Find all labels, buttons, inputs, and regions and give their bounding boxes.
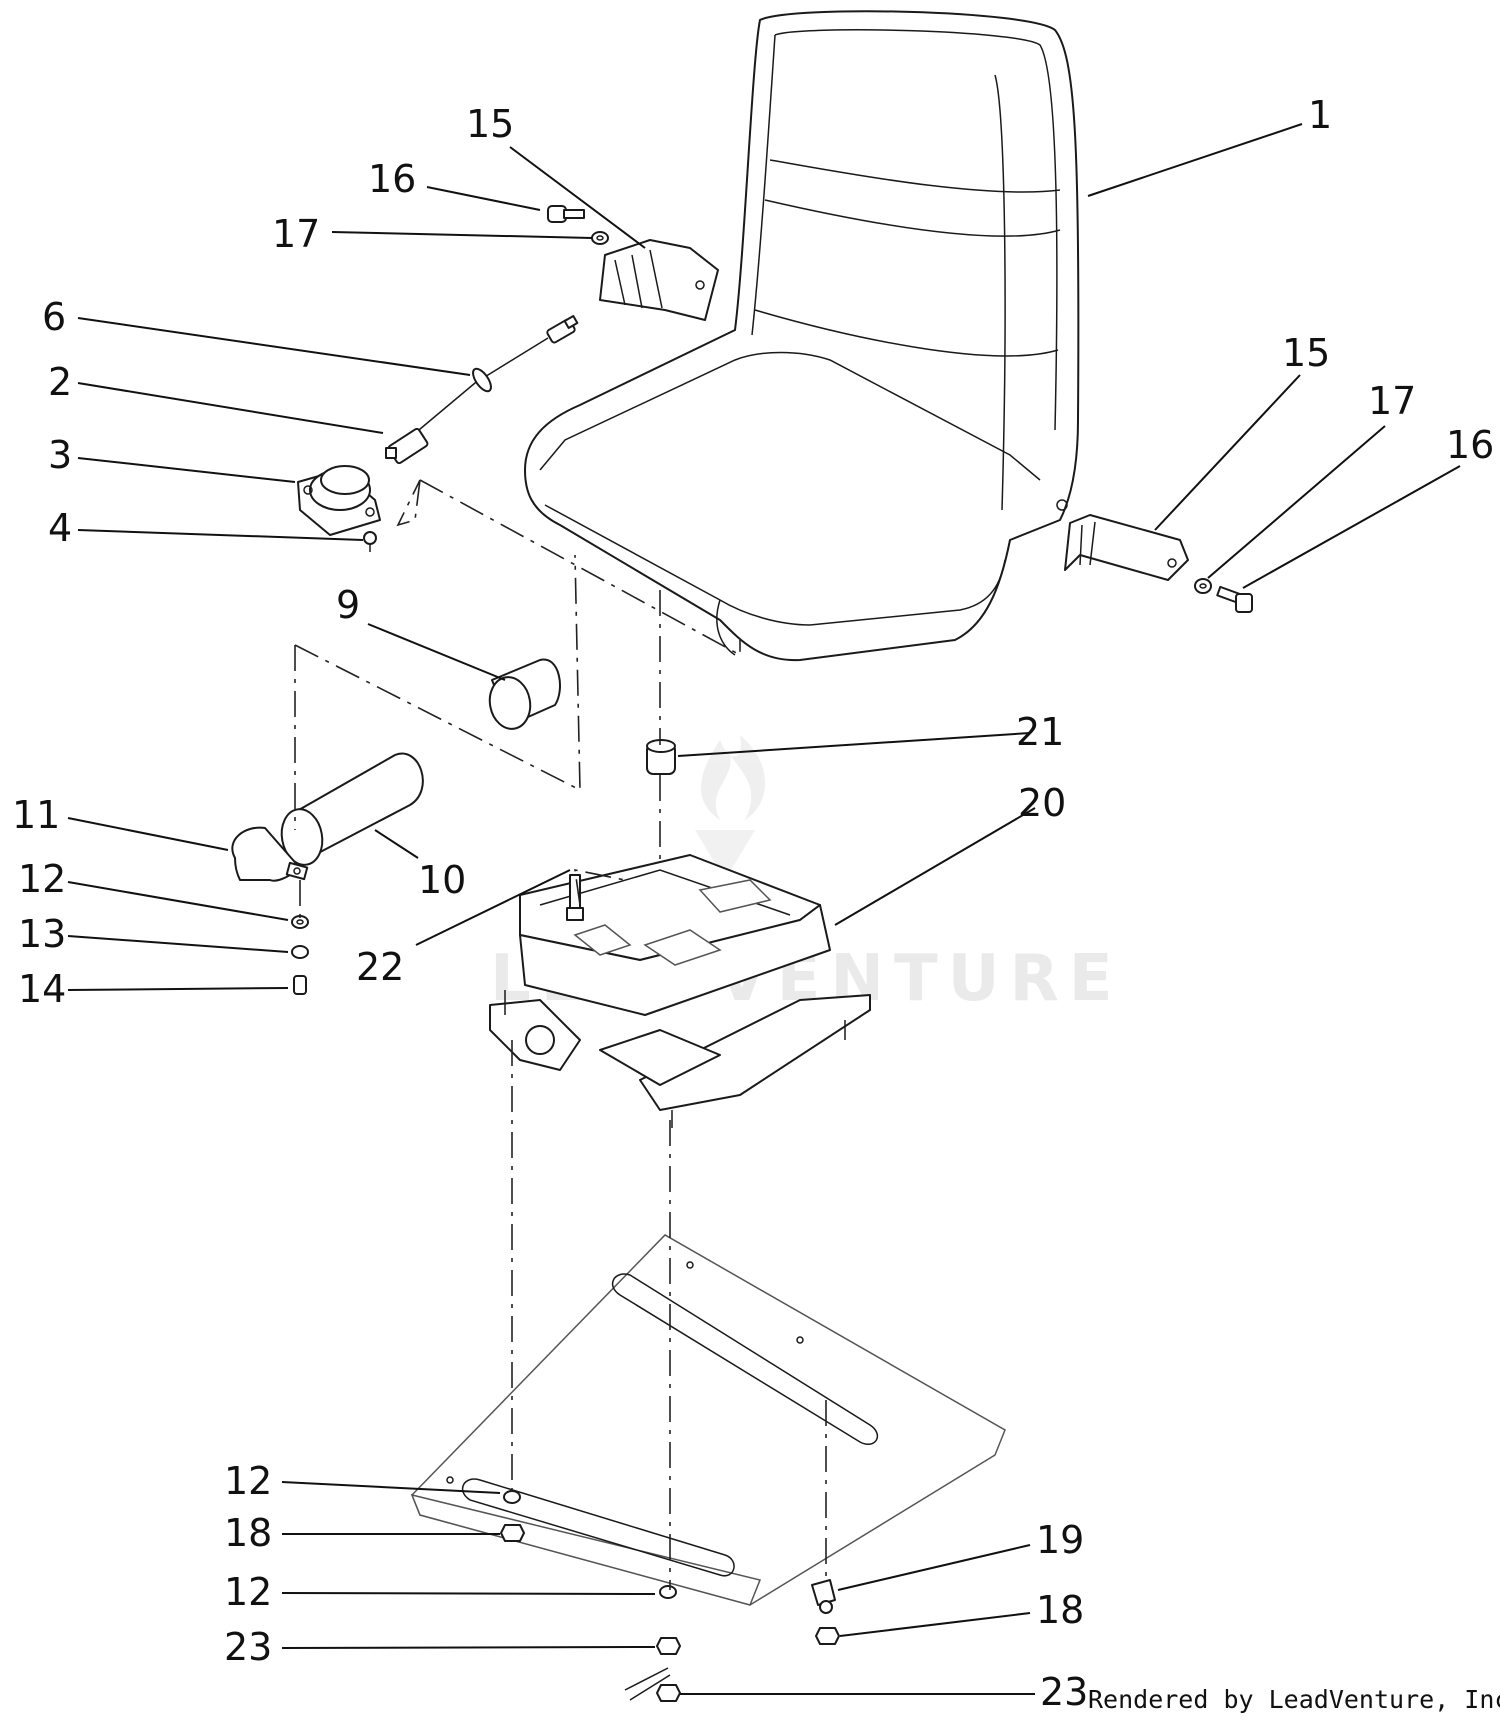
callout-4: 4 bbox=[48, 506, 72, 550]
callout-19: 19 bbox=[1036, 1518, 1084, 1562]
callout-12-plate-center: 12 bbox=[224, 1570, 272, 1614]
part-washer-plate-left bbox=[503, 1490, 521, 1504]
part-tube bbox=[280, 752, 424, 866]
part-hinge-bracket-right bbox=[1064, 514, 1189, 581]
callout-23-center: 23 bbox=[224, 1625, 272, 1669]
part-wire-clip bbox=[811, 1579, 836, 1614]
callout-20: 20 bbox=[1018, 781, 1066, 825]
part-hinge-bracket-upper bbox=[599, 239, 719, 321]
callout-15-right: 15 bbox=[1282, 331, 1330, 375]
leader-lines bbox=[67, 123, 1461, 1695]
part-suspension bbox=[489, 854, 871, 1128]
part-lockwasher-clamp bbox=[291, 945, 309, 959]
callouts: 1 15 16 17 6 2 3 4 15 17 16 9 21 20 11 1… bbox=[12, 93, 1494, 1714]
part-nut-clip bbox=[815, 1627, 840, 1645]
callout-12-clamp: 12 bbox=[18, 857, 66, 901]
rendered-by-credit: Rendered by LeadVenture, Inc. bbox=[1088, 1685, 1500, 1714]
part-bolt-upper bbox=[547, 205, 585, 223]
callout-11: 11 bbox=[12, 793, 60, 837]
callout-13: 13 bbox=[18, 912, 66, 956]
part-seat bbox=[524, 10, 1080, 662]
assembly-lines bbox=[294, 479, 827, 1590]
callout-6: 6 bbox=[42, 295, 66, 339]
part-seat-switch bbox=[297, 465, 381, 536]
callout-17-right: 17 bbox=[1368, 379, 1416, 423]
part-bumper bbox=[646, 739, 676, 775]
part-nut-plate-left bbox=[500, 1524, 525, 1542]
callout-1: 1 bbox=[1308, 93, 1332, 137]
callout-18-plate-left: 18 bbox=[224, 1511, 272, 1555]
part-screw-switch bbox=[363, 531, 377, 552]
part-clamp bbox=[231, 826, 309, 882]
part-bolt-right bbox=[1216, 585, 1253, 613]
part-washer-upper bbox=[591, 231, 609, 245]
part-washer-right bbox=[1194, 578, 1212, 594]
part-spacer bbox=[488, 658, 561, 730]
callout-16-right: 16 bbox=[1446, 423, 1494, 467]
callout-10: 10 bbox=[418, 858, 466, 902]
part-wire-harness bbox=[394, 315, 579, 451]
part-nut-plate-center bbox=[656, 1637, 681, 1655]
part-screw-clamp bbox=[293, 975, 307, 995]
callout-17-upper: 17 bbox=[272, 212, 320, 256]
callout-3: 3 bbox=[48, 433, 72, 477]
callout-22: 22 bbox=[356, 945, 404, 989]
part-washer-plate-center bbox=[659, 1585, 677, 1599]
part-mounting-plate bbox=[410, 1234, 1006, 1606]
callout-23-bottom: 23 bbox=[1040, 1670, 1088, 1714]
callout-14: 14 bbox=[18, 967, 66, 1011]
callout-9: 9 bbox=[336, 583, 360, 627]
callout-21: 21 bbox=[1016, 710, 1064, 754]
callout-2: 2 bbox=[48, 360, 72, 404]
part-nut-plate-bottom bbox=[624, 1667, 681, 1702]
callout-12-plate-left: 12 bbox=[224, 1459, 272, 1503]
part-connector bbox=[385, 427, 429, 465]
callout-15-upper: 15 bbox=[466, 102, 514, 146]
callout-18-clip: 18 bbox=[1036, 1588, 1084, 1632]
callout-16-upper: 16 bbox=[368, 157, 416, 201]
